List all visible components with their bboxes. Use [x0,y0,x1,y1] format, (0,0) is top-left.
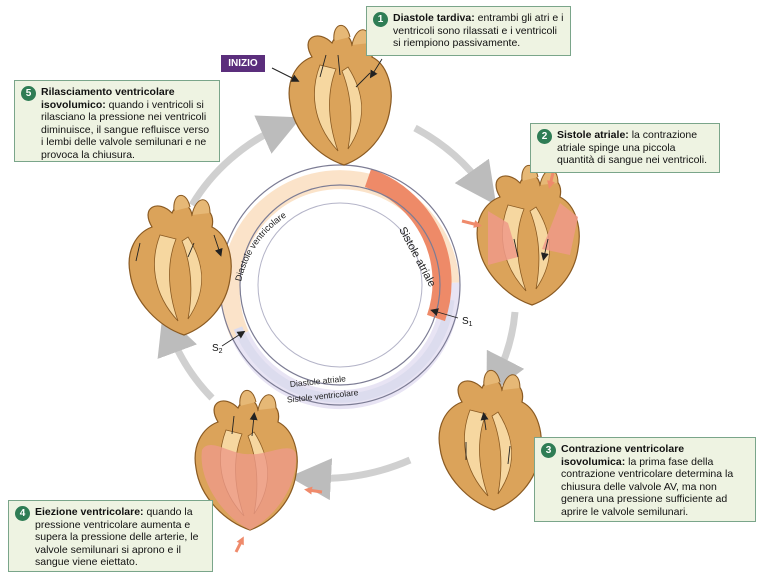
s2-label: S2 [212,343,223,355]
heart-ventricular-ejection [194,389,323,553]
phase-4-box: 4 Eiezione ventricolare: quando la press… [8,500,213,572]
atrial-systole-segment [364,169,452,322]
start-tag: INIZIO [221,55,265,72]
phase-5-number: 5 [21,86,36,101]
phase-2-text: la contrazione atriale spinge una piccol… [557,129,708,166]
phase-3-number: 3 [541,443,556,458]
phase-1-text: entrambi gli atri e i ventricoli sono ri… [393,12,564,49]
phase-1-number: 1 [373,12,388,27]
phase-1-box: 1 Diastole tardiva: entrambi gli atri e … [366,6,571,56]
phase-5-box: 5 Rilasciamento ventricolare isovolumico… [14,80,220,162]
phase-1-title: Diastole tardiva: [393,12,475,24]
phase-2-title: Sistole atriale: [557,129,629,141]
phase-4-number: 4 [15,506,30,521]
phase-3-title: Contrazione ventricolare isovolumica: [561,443,685,468]
phase-3-text: la prima fase della contrazione ventrico… [561,455,734,518]
phase-ring [219,164,461,410]
heart-isovolumic-relaxation [128,194,232,336]
phase-3-box: 3 Contrazione ventricolare isovolumica: … [534,437,756,522]
heart-isovolumic-contraction [438,369,542,511]
phase-4-title: Eiezione ventricolare: [35,506,144,518]
phase-5-title: Rilasciamento ventricolare isovolumico: [41,86,175,111]
phase-4-text: quando la pressione ventricolare aumenta… [35,506,199,568]
s1-label: S1 [462,316,473,328]
cycle-arrows [157,115,525,501]
heart-late-diastole [288,24,392,166]
phase-5-text: quando i ventricoli si rilasciano la pre… [41,98,210,161]
heart-atrial-systole [461,164,580,306]
phase-2-number: 2 [537,129,552,144]
phase-2-box: 2 Sistole atriale: la contrazione atrial… [530,123,720,173]
